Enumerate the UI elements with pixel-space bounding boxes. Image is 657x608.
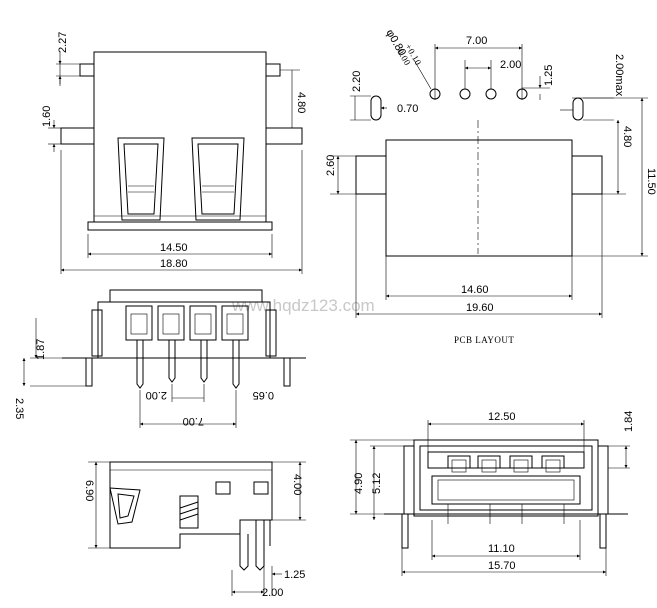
dim-11-50: 11.50 bbox=[645, 168, 657, 195]
dim-1-25-side: 1.25 bbox=[284, 569, 305, 581]
dim-2-27: 2.27 bbox=[57, 32, 69, 53]
dim-2-35: 2.35 bbox=[13, 398, 25, 419]
side-view: 6.90 4.00 1.25 2.00 bbox=[83, 461, 306, 599]
dim-1-87: 1.87 bbox=[35, 339, 47, 360]
dim-18-80: 18.80 bbox=[160, 258, 188, 270]
dim-7-00-mid: 7.00 bbox=[183, 415, 204, 427]
dim-7-00-pcb: 7.00 bbox=[466, 35, 487, 47]
dim-1-84: 1.84 bbox=[623, 411, 635, 432]
rear-view: 1.87 2.35 2.00 0.65 7.00 bbox=[13, 289, 306, 428]
dim-15-70: 15.70 bbox=[488, 560, 516, 572]
dim-4-80-pcb: 4.80 bbox=[621, 126, 633, 147]
dim-14-60: 14.60 bbox=[461, 284, 489, 296]
dim-12-50: 12.50 bbox=[488, 411, 516, 423]
dim-14-50: 14.50 bbox=[160, 242, 188, 254]
dim-19-60: 19.60 bbox=[466, 302, 494, 314]
dim-1-60: 1.60 bbox=[41, 106, 53, 127]
top-view: 2.27 1.60 4.80 14.50 18.80 bbox=[41, 32, 307, 274]
dim-6-90: 6.90 bbox=[83, 480, 95, 501]
dim-2-00max: 2.00max bbox=[613, 54, 625, 97]
dim-2-20: 2.20 bbox=[351, 71, 363, 92]
dim-2-00-pcb: 2.00 bbox=[500, 59, 521, 71]
watermark: www.hqdz123.com bbox=[231, 296, 375, 315]
dim-4-90: 4.90 bbox=[353, 473, 365, 494]
dim-2-00-side: 2.00 bbox=[262, 587, 283, 599]
front-view: 12.50 1.84 4.90 5.12 11.10 15.70 bbox=[350, 411, 635, 576]
dim-2-60: 2.60 bbox=[325, 155, 337, 176]
pcb-layout-title: PCB LAYOUT bbox=[454, 335, 514, 345]
dim-4-80-top: 4.80 bbox=[295, 92, 307, 113]
dim-5-12: 5.12 bbox=[371, 473, 383, 494]
dim-0-70: 0.70 bbox=[397, 103, 418, 115]
dim-2-00-mid: 2.00 bbox=[146, 389, 167, 401]
pcb-layout: 7.00 2.00 φ0.80 +0.10 0.00 1.25 2.20 0.7… bbox=[325, 28, 657, 346]
dim-4-00: 4.00 bbox=[291, 474, 303, 495]
dim-1-25-pcb: 1.25 bbox=[543, 65, 555, 86]
dim-11-10: 11.10 bbox=[488, 543, 515, 555]
dim-0-65: 0.65 bbox=[253, 389, 274, 401]
